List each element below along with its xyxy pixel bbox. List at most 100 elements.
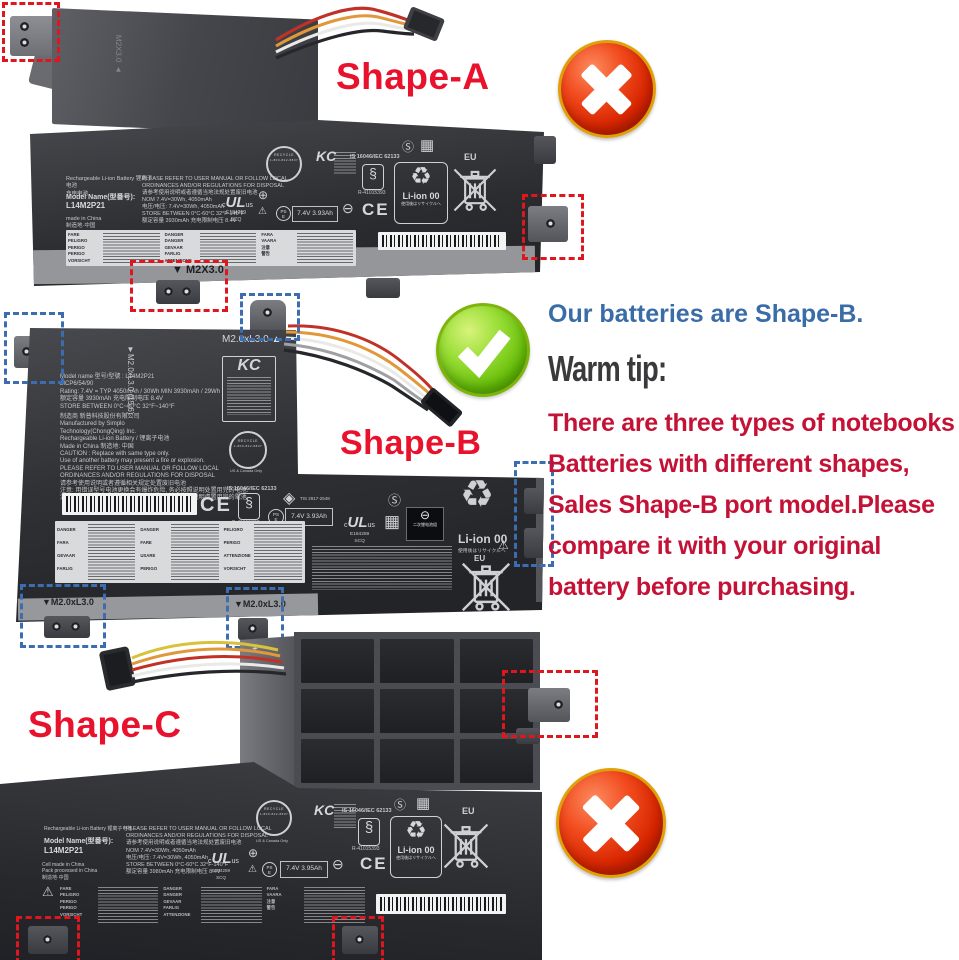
warm-tip-title: Warm tip: <box>548 348 667 389</box>
kc-cert-table <box>227 377 271 415</box>
li-ion-sub: 使用後はリサイクルへ <box>458 549 506 554</box>
battery-a-wire-harness <box>275 6 445 60</box>
li-ion-label: Li-ion 00 <box>458 532 508 546</box>
ul-us: us <box>367 522 375 529</box>
checkmark-glyph <box>457 329 511 379</box>
seal-subtext: US & Canada Only <box>256 839 289 843</box>
battery-a-right-notch <box>534 136 556 164</box>
highlight-box-a-right-tab <box>522 194 584 260</box>
ul-code: E184259 SCQ <box>226 210 247 224</box>
warning-col: PELIGRO PERIGO ATTENZIONE VORSICHT <box>223 527 251 571</box>
li-ion-label: Li-ion 00 <box>397 845 435 855</box>
ul-logo: UL <box>225 194 246 211</box>
polarity-plus: + <box>252 644 258 655</box>
barcode <box>376 894 506 914</box>
s-circle-mark: Ⓢ <box>402 140 415 154</box>
ps-e-mark: PS E <box>276 206 291 221</box>
ul-c: c <box>208 858 212 865</box>
rating-badge: 7.4V 3.93Ah <box>285 508 333 526</box>
battery-b-spec-text: Model name 型号/型號 : L14M2P21 2ICP6/54/90 … <box>60 374 221 410</box>
warning-triangle-icon: ⚠ <box>498 538 509 552</box>
secondary-cell-mark: ⊖ 二次锂电池组 <box>406 507 444 541</box>
battery-a-origin-text: made in China 制造地·中国 <box>66 216 102 230</box>
recycle-seal-number: 1-800-822-8837 <box>233 444 263 448</box>
kc-cert-table <box>334 804 356 828</box>
minus-circle-mark: ⊖ <box>332 856 344 872</box>
polarity-minus: − <box>252 668 258 679</box>
s-circle-mark: Ⓢ <box>394 798 407 812</box>
ul-us: us <box>245 202 253 209</box>
battery-c-model-label: Model Name(型番号): <box>44 838 114 845</box>
recycle-seal-text: RECYCLE <box>273 153 295 157</box>
recycle-seal-number: 1-800-822-8837 <box>269 158 299 162</box>
seal-subtext: US & Canada Only <box>230 469 263 473</box>
recycle-seal: RECYCLE 1-800-822-8837 <box>229 431 267 469</box>
battery-b-right-connector-2 <box>524 528 544 558</box>
ul-logo: UL <box>347 514 368 531</box>
warning-triangle-icon: ⚠ <box>42 884 54 899</box>
eu-label: EU <box>474 554 486 563</box>
warning-table: FARE PELIGRO PERIGO PERIGO VORSICHT DANG… <box>58 884 368 926</box>
battery-a-bottom-tab <box>156 280 200 304</box>
screw-size-label-b-right: ▲M2.0xL3.0 <box>516 534 523 574</box>
ce-mark: CE <box>200 494 232 516</box>
warning-table: DANGER FARA GEVAAR FARLIG DANGER FARE US… <box>55 521 305 583</box>
warning-col: DANGER FARA GEVAAR FARLIG <box>57 527 76 571</box>
battery-b-top-tab <box>250 300 286 330</box>
warning-triangle-icon: ⚠ <box>258 206 267 217</box>
battery-c-model-number: L14M2P21 <box>44 846 84 855</box>
warning-col: FARE PELIGRO PERIGO PERIGO VORSICHT <box>60 886 83 917</box>
check-icon-shape-b <box>436 303 530 397</box>
highlight-box-b-top-tab <box>240 293 300 341</box>
battery-a-left-bracket <box>10 16 54 56</box>
warning-col: FARE PELIGRO PERIGO PERIGO VORSICHT <box>68 232 91 263</box>
highlight-box-c-bottom-mid-tab <box>332 916 384 960</box>
shape-b-heading: Our batteries are Shape-B. <box>548 300 864 328</box>
tis-diamond-mark: ◈ <box>283 490 296 507</box>
secondary-cell-text: 二次锂电池组 <box>413 522 437 527</box>
screw-size-label-b-left: ▼M2.0xL3.0 (15.6) <box>126 345 135 415</box>
is-standard-code: IS 16046/IEC 62133 <box>350 154 400 160</box>
battery-b-bottom-tab-left <box>44 616 90 638</box>
warning-col: DANGER FARE USARE PERIGO <box>140 527 159 571</box>
ul-code: E184259 SCQ <box>350 532 370 545</box>
recycle-arrows-icon: ♻ <box>410 163 432 190</box>
recycle-arrows-icon: ♻ <box>460 474 495 516</box>
bis-r-mark: § <box>238 493 260 520</box>
highlight-box-a-bottom-tab <box>130 260 228 312</box>
tis-code: TIS 2917-2548 <box>300 496 330 501</box>
battery-b-wire-harness <box>283 324 463 427</box>
ul-us: us <box>231 858 239 865</box>
barcode <box>378 232 506 250</box>
battery-c-connector <box>99 646 136 691</box>
kc-mark: KC <box>316 148 337 164</box>
bis-r-code: R-41015393 <box>358 190 386 196</box>
battery-b-right-connector-1 <box>524 488 544 514</box>
eu-label: EU <box>464 152 477 162</box>
recycle-seal: RECYCLE 1-800-822-8837 <box>266 146 302 182</box>
charge-grid-mark: ▦ <box>420 137 435 154</box>
warning-col: FARA VAARA 注意 警告 <box>261 232 277 257</box>
crossed-bin-icon <box>443 823 489 869</box>
minus-circle-mark: ⊖ <box>419 508 431 522</box>
battery-a-model-number: L14M2P21 <box>66 201 106 210</box>
highlight-box-c-bottom-left-tab <box>16 916 80 960</box>
ul-mark: cULus <box>222 194 253 212</box>
highlight-box-b-right-connector <box>514 461 554 567</box>
is-standard-code: IS 16046/IEC 62133 <box>342 808 392 814</box>
warning-col: DANGER DANGER GEVAAR FARLIG ATTENZIONE <box>163 886 191 917</box>
recycle-arrows-icon: ♻ <box>405 817 427 844</box>
battery-a-type-text: Rechargeable Li-ion Battery 锂离子电池 充电电池 <box>66 176 153 197</box>
battery-c-wire-harness <box>99 640 286 691</box>
japanese-notes-text <box>312 546 452 590</box>
highlight-box-b-left-tab <box>4 312 64 384</box>
recycle-seal: RECYCLE 1-800-822-8837 <box>256 800 292 836</box>
screw-size-label-b-bottom-mid: ▼M2.0xL3.0 <box>234 599 286 609</box>
barcode <box>62 493 197 515</box>
highlight-box-c-right-tab <box>502 670 598 738</box>
